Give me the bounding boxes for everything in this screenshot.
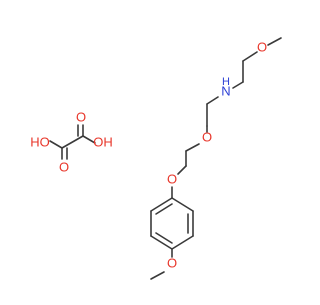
ring-bond-4 <box>150 235 173 250</box>
ring-bond-3 <box>171 235 194 250</box>
label-o-methoxy-bottom: O <box>167 255 177 270</box>
bond-o-methyl-bottom <box>150 271 165 280</box>
bond-o-ch2 <box>242 51 258 62</box>
benzene-ring <box>150 197 194 250</box>
label-oxalic-o-top: O <box>76 109 86 124</box>
molecule-diagram: O N H O O O HO OH O O <box>30 37 282 280</box>
label-o-methoxy-top: O <box>257 39 267 54</box>
bonds-methoxy-bottom <box>150 248 173 280</box>
ring-bond-6 <box>150 197 173 212</box>
bond-oxalic-cc <box>61 135 84 149</box>
structure-svg: O N H O O O HO OH O O <box>30 37 282 280</box>
label-h-amine: H <box>222 76 230 88</box>
label-oxalic-oh-right: OH <box>93 134 113 149</box>
label-n-amine: N <box>221 83 230 98</box>
ring-double-3 <box>155 203 173 215</box>
bonds-chain <box>171 37 282 199</box>
atom-labels: O N H O O O HO OH O O <box>30 39 267 270</box>
bond-o-ch2-mid <box>185 143 200 152</box>
bond-oxalic-c-oh-left <box>49 140 63 149</box>
ring-bond-1 <box>171 197 194 212</box>
bond-ch2-o-aryl <box>177 165 187 175</box>
label-oxalic-o-bottom: O <box>59 159 69 174</box>
bond-ch2-n <box>232 81 244 89</box>
bond-n-ch2 <box>206 96 219 105</box>
ring-double-2 <box>155 232 173 244</box>
bond-oxalic-c-oh-right <box>82 135 96 144</box>
label-o-ether-mid: O <box>202 129 212 144</box>
label-o-ether-aryl: O <box>167 171 177 186</box>
label-oxalic-ho-left: HO <box>30 134 50 149</box>
bond-methyl-o <box>267 37 282 46</box>
bonds-oxalic-acid <box>49 124 96 160</box>
